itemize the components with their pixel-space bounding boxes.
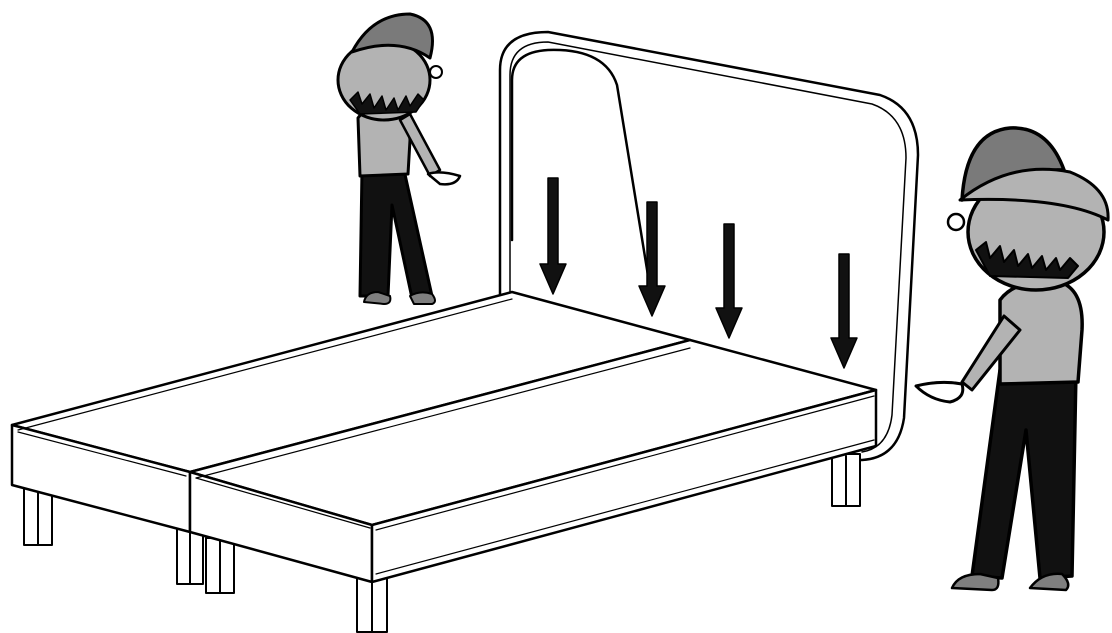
- down-arrow-icon: [830, 253, 858, 369]
- person-right: [914, 126, 1110, 592]
- person-left-hair: [349, 91, 425, 115]
- down-arrow-icon: [638, 201, 666, 317]
- leg-middle-left: [176, 527, 204, 585]
- person-left-shoe-left: [363, 291, 392, 305]
- headboard: [498, 30, 920, 462]
- person-right-hand: [914, 380, 965, 404]
- person-right-hair: [975, 241, 1079, 279]
- person-right-visor: [958, 167, 1110, 222]
- bed-base-right: [188, 338, 878, 584]
- down-arrow-icon: [539, 177, 567, 295]
- bed-legs: [23, 453, 861, 633]
- arrow-group: [539, 177, 858, 369]
- person-right-shoe-right: [1028, 572, 1070, 592]
- person-right-shoe-left: [950, 572, 1000, 592]
- leg-back-right: [831, 453, 861, 507]
- person-left-ear: [429, 65, 443, 79]
- person-right-pants: [970, 368, 1078, 580]
- down-arrow-icon: [715, 223, 743, 339]
- person-left-hand: [426, 171, 462, 186]
- person-left-cap: [350, 12, 434, 60]
- person-right-arm: [960, 314, 1022, 392]
- leg-middle-right: [205, 537, 235, 594]
- person-right-ear: [946, 212, 966, 232]
- leg-front-left-outer: [23, 487, 53, 546]
- person-left-shoe-right: [409, 291, 436, 305]
- person-left-pants: [358, 168, 434, 300]
- person-left: [336, 12, 462, 305]
